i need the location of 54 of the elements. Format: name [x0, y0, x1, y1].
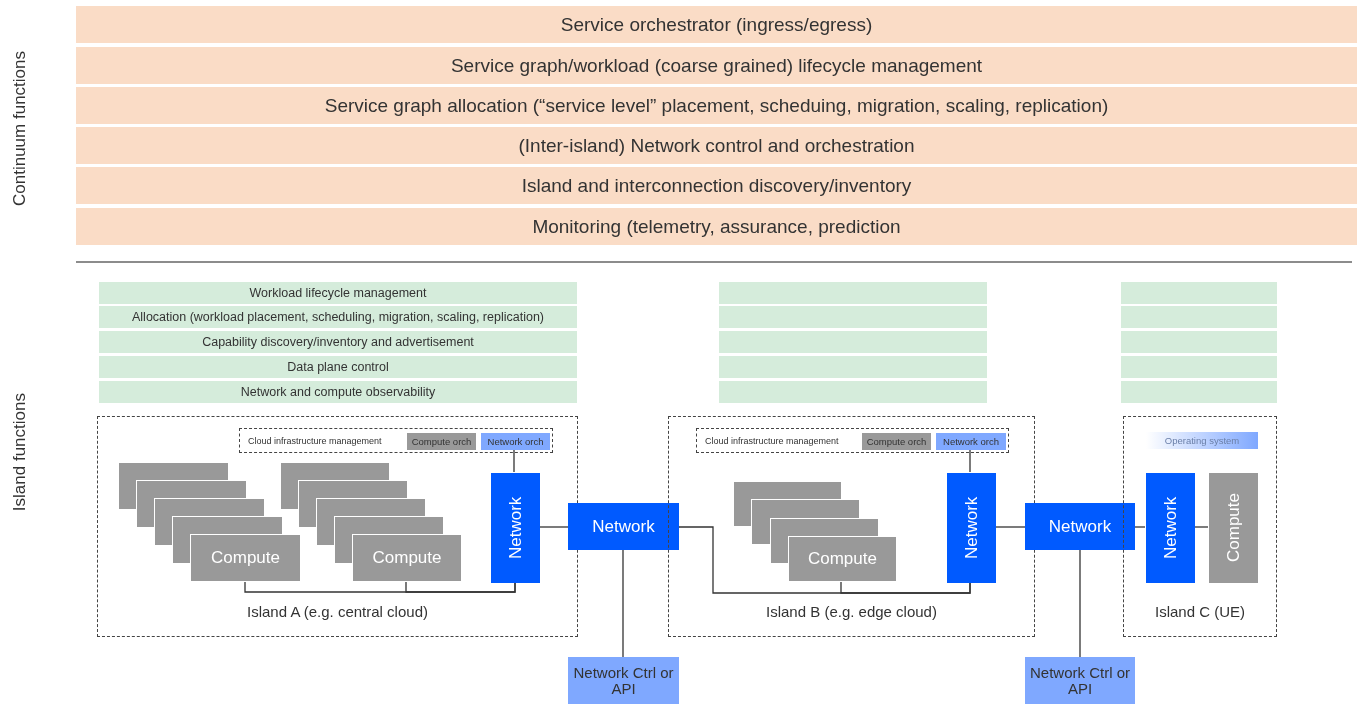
empty-band	[719, 282, 987, 304]
island-label: Island C (UE)	[1155, 603, 1245, 620]
connector-line	[1134, 526, 1146, 528]
compute-stack: Compute	[118, 462, 301, 582]
frame-label: Cloud infrastructure management	[248, 435, 382, 446]
empty-band	[719, 356, 987, 378]
orchestrator-box: Network orch	[936, 433, 1006, 450]
connector-line	[622, 549, 624, 658]
os-bar: Operating system	[1146, 432, 1258, 449]
compute-stack: Compute	[280, 462, 462, 582]
management-frame	[239, 428, 553, 453]
section-label: Continuum functions	[10, 50, 30, 206]
function-band: Allocation (workload placement, scheduling, migration, scaling, replication)	[99, 306, 577, 328]
empty-band	[1121, 331, 1277, 353]
function-band: Service graph/workload (coarse grained) lifecycle management	[76, 47, 1357, 84]
section-label: Island functions	[10, 393, 30, 512]
empty-band	[1121, 381, 1277, 403]
function-band: Monitoring (telemetry, assurance, prediction	[76, 208, 1357, 245]
empty-band	[1121, 306, 1277, 328]
function-band: (Inter-island) Network control and orchestration	[76, 127, 1357, 164]
island-frame	[1123, 416, 1277, 637]
function-band: Service orchestrator (ingress/egress)	[76, 6, 1357, 43]
empty-band	[1121, 356, 1277, 378]
function-band: Service graph allocation (“service level” placement, scheduing, migration, scaling, replication)	[76, 87, 1357, 124]
compute-stack: Compute	[733, 481, 897, 582]
connector-line	[405, 580, 516, 593]
empty-band	[1121, 282, 1277, 304]
connector-line	[840, 580, 971, 594]
island-label: Island A (e.g. central cloud)	[247, 603, 428, 620]
connector-line	[1079, 549, 1081, 658]
network-api-box: Network Ctrl or API	[568, 657, 679, 704]
network-box: Network	[491, 473, 540, 583]
management-frame	[696, 428, 1009, 453]
network-box: Network	[1025, 503, 1135, 550]
network-box: Network	[1146, 473, 1195, 583]
function-band: Data plane control	[99, 356, 577, 378]
function-band: Workload lifecycle management	[99, 282, 577, 304]
network-box: Network	[947, 473, 996, 583]
orchestrator-box: Network orch	[481, 433, 550, 450]
function-band: Island and interconnection discovery/inventory	[76, 167, 1357, 204]
island-label: Island B (e.g. edge cloud)	[766, 603, 937, 620]
orchestrator-box: Compute orch	[407, 433, 476, 450]
empty-band	[719, 331, 987, 353]
island-frame	[97, 416, 578, 637]
compute-box: Compute	[1209, 473, 1258, 583]
empty-band	[719, 381, 987, 403]
orchestrator-box: Compute orch	[862, 433, 931, 450]
island-frame	[668, 416, 1035, 637]
network-api-box: Network Ctrl or API	[1025, 657, 1135, 704]
function-band: Capability discovery/inventory and advertisement	[99, 331, 577, 353]
empty-band	[719, 306, 987, 328]
network-box: Network	[568, 503, 679, 550]
frame-label: Cloud infrastructure management	[705, 435, 839, 446]
function-band: Network and compute observability	[99, 381, 577, 403]
